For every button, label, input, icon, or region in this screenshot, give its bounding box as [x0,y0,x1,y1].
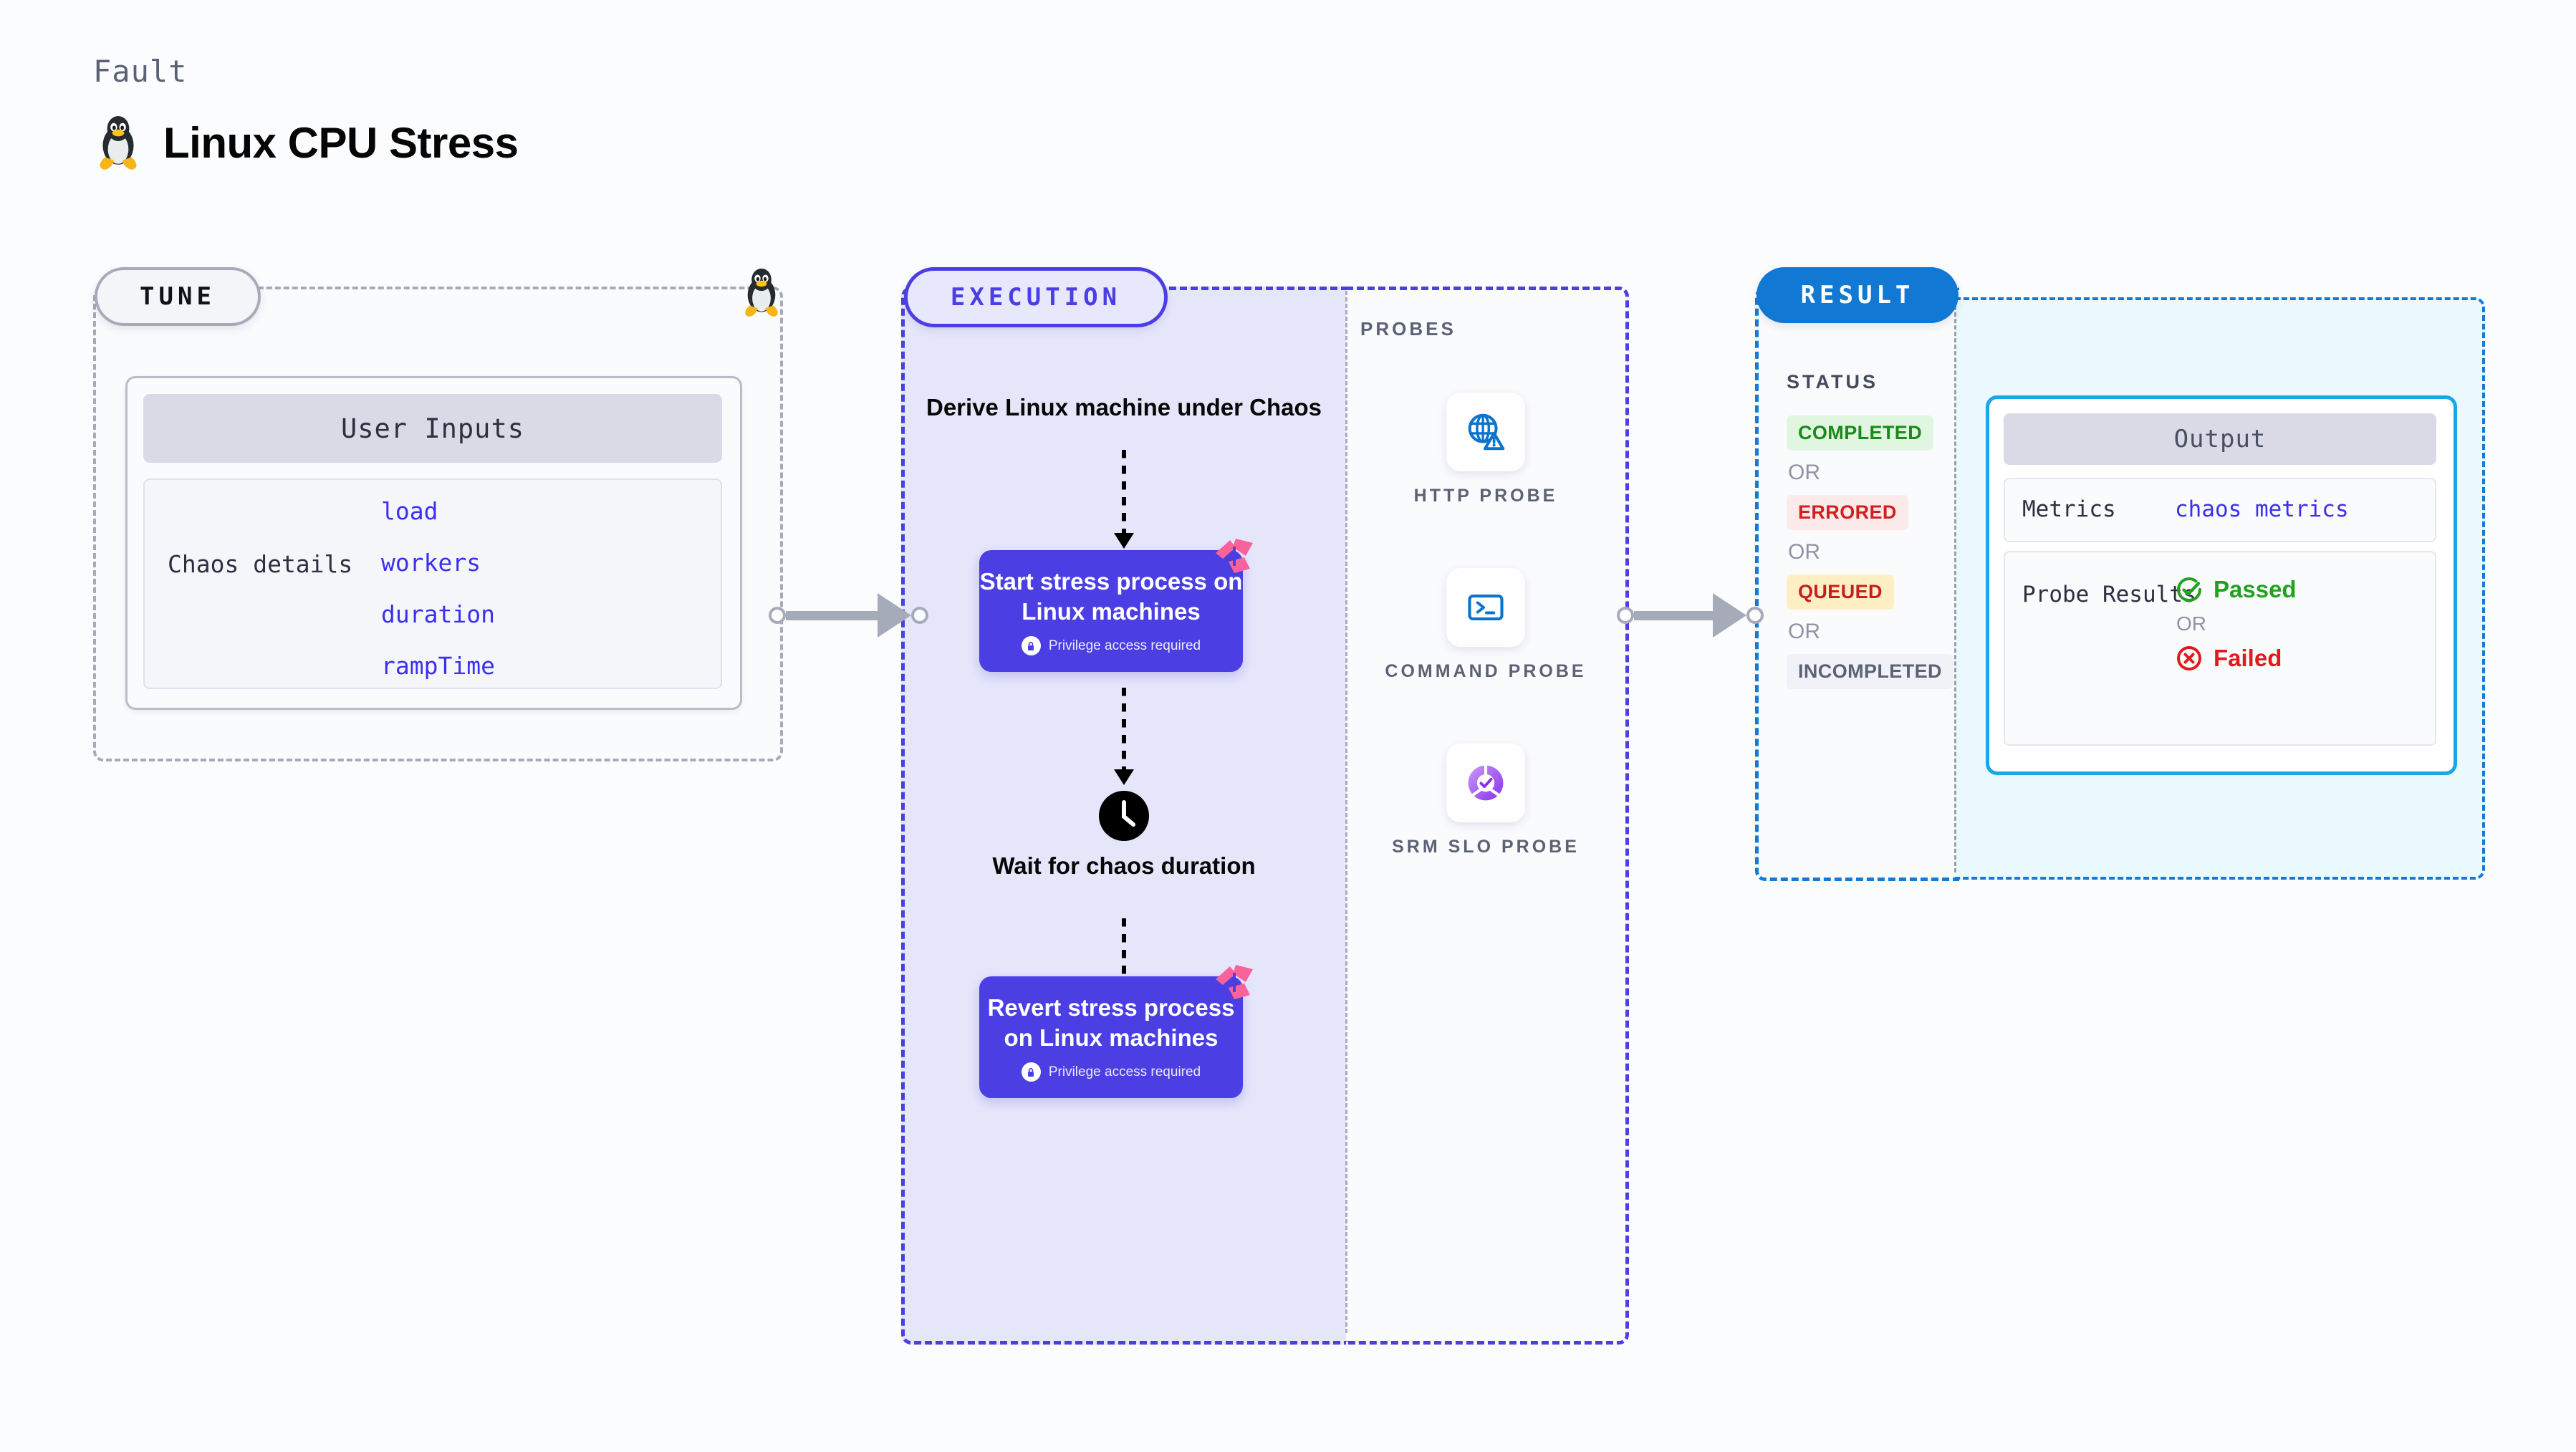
probe-result-or: OR [2176,612,2206,635]
step-subtitle-row: Privilege access required [1021,1062,1201,1082]
page-title: Linux CPU Stress [163,118,519,167]
chaos-param-workers[interactable]: workers [381,549,481,577]
probes-divider [1345,291,1347,1333]
probe-srm-slo[interactable]: SRM SLO PROBE [1346,744,1625,859]
page-eyebrow: Fault [93,54,188,89]
linux-penguin-icon [100,116,137,170]
connector-line [1634,610,1714,620]
probe-caption: SRM SLO PROBE [1392,837,1580,857]
harness-logo-icon [1216,539,1253,573]
status-badge-errored: ERRORED [1787,495,1908,530]
step-title: Revert stress process on Linux machines [987,994,1235,1051]
status-or: OR [1788,620,1820,643]
chaos-params-list: load workers duration rampTime [381,497,495,680]
chaos-param-ramptime[interactable]: rampTime [381,652,495,680]
connector-dot [769,607,786,624]
chaos-details-label: Chaos details [168,550,353,578]
status-list: COMPLETED OR ERRORED OR QUEUED OR INCOMP… [1787,415,1953,689]
execution-pill-label: EXECUTION [904,267,1168,327]
connector-dot [911,607,928,624]
passed-label: Passed [2214,576,2297,602]
lock-icon [1021,1062,1041,1082]
probe-result-failed: Failed [2175,644,2297,673]
execution-wait-step: Wait for chaos duration [992,852,1256,879]
harness-logo-icon [1216,965,1253,999]
flow-arrow [1114,450,1134,549]
probes-label: PROBES [1360,318,1456,340]
step-subtitle-row: Privilege access required [1021,636,1201,656]
probe-results-values: Passed OR Failed [2175,575,2297,673]
connector-dot [1617,607,1634,624]
metrics-value[interactable]: chaos metrics [2175,496,2349,522]
execution-step-start-stress[interactable]: Start stress process on Linux machines P… [979,539,1253,672]
user-inputs-card: User Inputs Chaos details load workers d… [125,376,742,710]
failed-label: Failed [2214,645,2282,671]
result-pill-label: RESULT [1756,267,1959,323]
user-inputs-title: User Inputs [143,394,722,463]
x-circle-icon [2177,646,2201,670]
chaos-details-box: Chaos details load workers duration ramp… [143,479,722,689]
status-badge-completed: COMPLETED [1787,415,1934,451]
connector-arrowhead [878,593,911,638]
output-title: Output [2004,413,2436,465]
probe-tile [1446,744,1525,822]
status-or: OR [1788,540,1820,564]
status-badge-queued: QUEUED [1787,574,1894,610]
tune-pill-label: TUNE [95,267,261,326]
probe-caption: HTTP PROBE [1413,486,1558,506]
probe-tile [1446,393,1525,471]
clock-icon [1099,791,1149,841]
flow-arrow [1114,688,1134,785]
metrics-label: Metrics [2022,496,2116,522]
connector-arrowhead [1713,593,1746,638]
step-subtitle: Privilege access required [1048,1064,1201,1080]
terminal-icon [1468,595,1504,620]
linux-penguin-icon [745,268,778,317]
chaos-param-load[interactable]: load [381,497,438,525]
connector-dot [1746,607,1764,624]
probe-command[interactable]: COMMAND PROBE [1346,568,1625,683]
output-card: Output Metrics chaos metrics Probe Resul… [1986,395,2457,775]
probe-http[interactable]: HTTP PROBE [1346,393,1625,508]
status-label: STATUS [1787,371,1878,393]
execution-step-revert-stress[interactable]: Revert stress process on Linux machines … [979,965,1253,1098]
status-or: OR [1788,461,1820,484]
probe-results-row: Probe Results Passed OR Failed [2004,551,2436,746]
slo-check-icon [1468,764,1504,801]
probe-caption: COMMAND PROBE [1385,661,1587,681]
execution-derive-step: Derive Linux machine under Chaos [926,394,1322,420]
connector-tune-to-execution [769,593,928,638]
step-subtitle: Privilege access required [1048,638,1201,653]
connector-execution-to-result [1617,593,1764,638]
result-divider [1954,299,1956,872]
probe-tile [1446,568,1525,647]
probe-result-passed: Passed [2175,575,2297,604]
check-circle-icon [2177,577,2201,602]
lock-icon [1021,636,1041,656]
step-title: Start stress process on Linux machines [979,567,1243,625]
chaos-param-duration[interactable]: duration [381,600,495,628]
page-title-row: Linux CPU Stress [95,115,519,170]
globe-warning-icon [1468,413,1505,451]
metrics-row: Metrics chaos metrics [2004,478,2436,542]
connector-line [786,610,879,620]
status-badge-incompleted: INCOMPLETED [1787,654,1953,689]
probe-results-label: Probe Results [2022,582,2196,607]
